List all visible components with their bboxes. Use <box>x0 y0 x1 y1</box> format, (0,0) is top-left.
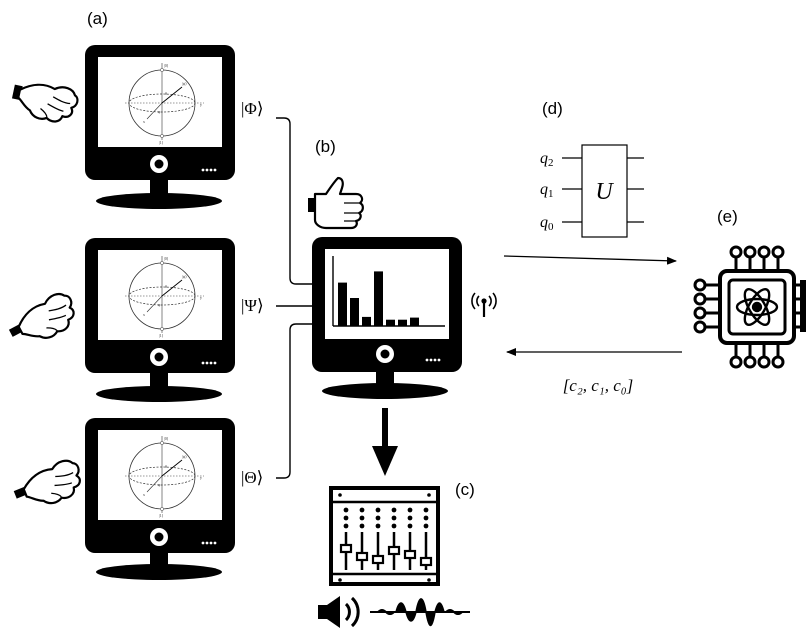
hand-gesture-middle-icon <box>8 287 83 350</box>
bloch-psi-label-top: |ψ⟩ <box>182 81 187 86</box>
bloch-theta-label-top: θ <box>165 91 167 96</box>
bloch-phi-label-middle: φ <box>158 302 161 307</box>
bloch-zero-label-bottom: |0⟩ <box>164 436 169 441</box>
hand-gesture-top-icon <box>11 77 81 127</box>
arrow-to-quantum-computer <box>503 255 677 265</box>
histogram-bar-1 <box>338 282 347 326</box>
histogram-bar-5 <box>386 319 395 326</box>
speaker-icon <box>318 596 360 628</box>
down-arrow <box>372 408 398 476</box>
bloch-sphere-middle: |0⟩ |1⟩ y x |ψ⟩ θ φ <box>124 255 205 338</box>
bloch-y-label-bottom: y <box>200 475 202 480</box>
histogram-bar-6 <box>398 319 407 326</box>
bloch-y-label-top: y <box>200 102 202 107</box>
bloch-zero-label-top: |0⟩ <box>164 63 169 68</box>
bloch-psi-label-bottom: |ψ⟩ <box>182 454 187 459</box>
bloch-psi-label-middle: |ψ⟩ <box>182 274 187 279</box>
panel-label-a: (a) <box>87 9 108 28</box>
bloch-one-label-bottom: |1⟩ <box>159 513 164 518</box>
bloch-x-label-top: x <box>143 119 145 124</box>
unitary-gate-box <box>581 144 628 238</box>
sound-wave-icon <box>370 598 470 627</box>
histogram-bar-7 <box>410 317 419 326</box>
bloch-y-label-middle: y <box>200 295 202 300</box>
thumbs-up-icon <box>308 176 364 230</box>
monitor-bottom-icon <box>85 418 235 580</box>
bloch-theta-label-bottom: θ <box>165 464 167 469</box>
audio-mixer-icon <box>329 486 440 586</box>
bloch-zero-label-middle: |0⟩ <box>164 256 169 261</box>
mixer-channel-6 <box>419 507 433 570</box>
panel-label-c: (c) <box>455 480 475 499</box>
state-phi-label: |Φ⟩ <box>241 99 263 118</box>
bloch-x-label-middle: x <box>143 312 145 317</box>
antenna-signal-icon <box>471 292 497 317</box>
histogram-bar-4 <box>374 271 383 326</box>
bloch-phi-label-bottom: φ <box>158 482 161 487</box>
bloch-sphere-bottom: |0⟩ |1⟩ y x |ψ⟩ θ φ <box>124 435 205 518</box>
quantum-processor-chip-icon <box>693 245 806 369</box>
mixer-channel-4 <box>387 507 401 570</box>
bloch-one-label-top: |1⟩ <box>159 140 164 145</box>
monitor-center-icon <box>312 237 462 399</box>
hand-gesture-bottom-icon <box>13 455 89 513</box>
connector-theta <box>276 323 313 479</box>
histogram-chart <box>332 256 445 327</box>
panel-label-e: (e) <box>717 207 738 226</box>
bloch-sphere-top: |0⟩ |1⟩ y x |ψ⟩ θ φ <box>124 62 205 145</box>
mixer-channel-1 <box>339 507 353 570</box>
bloch-phi-label-top: φ <box>158 109 161 114</box>
panel-label-b: (b) <box>315 137 336 156</box>
mixer-channel-5 <box>403 507 417 570</box>
mixer-channel-2 <box>355 507 369 570</box>
histogram-bar-2 <box>350 298 359 326</box>
unitary-gate-label: U <box>595 179 614 205</box>
connector-phi <box>276 117 313 285</box>
state-psi-label: |Ψ⟩ <box>241 296 264 315</box>
monitor-middle-icon <box>85 238 235 402</box>
bloch-x-label-bottom: x <box>143 492 145 497</box>
measurement-result-label: [c₂, c₁, c₀] <box>563 376 634 395</box>
histogram-bar-3 <box>362 316 371 326</box>
qubit-label-0: q0 <box>540 214 554 233</box>
monitor-top-icon <box>85 45 235 209</box>
quantum-circuit: U q2 q1 q0 <box>540 144 644 238</box>
qubit-label-1: q1 <box>540 181 554 200</box>
qubit-label-2: q2 <box>540 150 554 169</box>
bloch-one-label-middle: |1⟩ <box>159 333 164 338</box>
panel-label-d: (d) <box>542 99 563 118</box>
state-theta-label: |Θ⟩ <box>241 468 263 487</box>
mixer-channel-3 <box>371 507 385 570</box>
bloch-theta-label-middle: θ <box>165 284 167 289</box>
